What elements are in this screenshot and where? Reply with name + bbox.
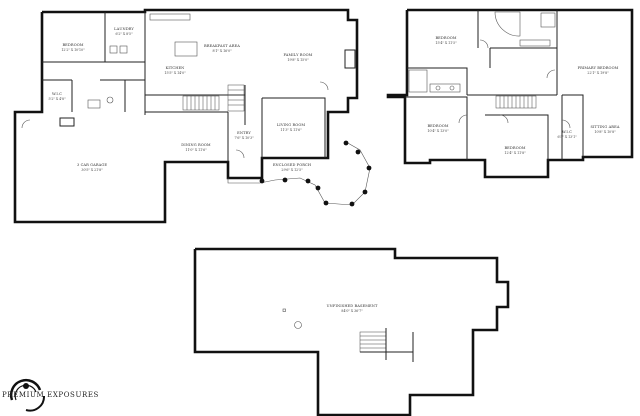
- family-room-dim: 19'8" X 15'0": [287, 58, 309, 62]
- support-post: [282, 308, 286, 312]
- upper-bedroom-2-dim: 10'4" X 13'0": [427, 129, 449, 133]
- kitchen-label: KITCHEN: [166, 66, 185, 70]
- bathtub: [408, 69, 428, 93]
- washer: [109, 45, 118, 54]
- door-swing: [499, 114, 509, 124]
- sink: [449, 85, 455, 91]
- sitting-area-dim: 10'8" X 10'8": [594, 130, 616, 134]
- upper-bedroom-3-label: BEDROOM: [504, 146, 525, 150]
- door-swing: [479, 39, 489, 49]
- floor-drain: [294, 321, 302, 329]
- primary-bedroom-dim: 22'1" X 19'8": [587, 71, 609, 75]
- shower: [540, 12, 556, 28]
- porch-label: ENCLOSED PORCH: [273, 163, 311, 167]
- basement-label: UNFINISHED BASEMENT: [327, 304, 378, 308]
- wic-label: W.I.C: [52, 92, 62, 96]
- upper-wic-label: W.I.C: [562, 130, 572, 134]
- entry-label: ENTRY: [237, 131, 251, 135]
- wall: [262, 97, 326, 158]
- dining-room-label: DINING ROOM: [181, 143, 211, 147]
- garage-dim: 30'5" X 21'8": [81, 168, 103, 172]
- door-swing: [458, 114, 468, 124]
- upper-bedroom-3-dim: 12'4" X 11'8": [504, 151, 526, 155]
- living-room-dim: 11'3" X 11'6": [280, 128, 302, 132]
- upper-floor-outer-wall: [386, 8, 634, 179]
- upper-bedroom-2-label: BEDROOM: [427, 124, 448, 128]
- breakfast-label: BREAKFAST AREA: [204, 44, 240, 48]
- bedroom-label: BEDROOM: [62, 43, 83, 47]
- upper-floor-plan: BEDROOM 15'4" X 11'5" BEDROOM 10'4" X 13…: [386, 8, 634, 179]
- upper-stairs: [495, 95, 537, 109]
- bath-vanity: [87, 99, 101, 109]
- primary-bedroom-label: PRIMARY BEDROOM: [578, 66, 619, 70]
- breakfast-dim: 8'1" X 16'0": [212, 49, 232, 53]
- wall: [485, 114, 549, 160]
- wic-dim: 5'2" X 4'8": [48, 97, 66, 101]
- laundry-dim: 6'2" X 8'5": [115, 32, 133, 36]
- dryer: [119, 45, 128, 54]
- kitchen-island: [174, 41, 198, 57]
- laundry-label: LAUNDRY: [114, 27, 134, 31]
- main-stairs: [182, 84, 245, 112]
- basement-plan: UNFINISHED BASEMENT 84'0" X 36'7": [193, 247, 510, 416]
- sitting-area-label: SITTING AREA: [590, 125, 619, 129]
- bedroom-dim: 12'2" X 10'10": [61, 48, 85, 52]
- family-room-label: FAMILY ROOM: [284, 53, 313, 57]
- porch-dim: 29'6" X 12'5": [281, 168, 303, 172]
- toilet: [106, 96, 114, 104]
- garage-label: 3 CAR GARAGE: [77, 163, 107, 167]
- door-swing: [546, 69, 556, 79]
- enclosed-porch-outline: [227, 140, 372, 207]
- upper-bedroom-1-dim: 15'4" X 11'5": [435, 41, 457, 45]
- fireplace: [344, 49, 356, 69]
- basement-stairs: [359, 328, 414, 362]
- upper-bedroom-1-label: BEDROOM: [435, 36, 456, 40]
- main-floor-outer-wall: [13, 8, 359, 224]
- brand-name: PREMIUM EXPOSURES: [2, 391, 99, 399]
- upper-wic-dim: 6'5" X 13'1": [557, 135, 577, 139]
- bath-vanity: [519, 39, 551, 47]
- basement-outer-wall: [193, 247, 510, 416]
- sink: [435, 85, 441, 91]
- kitchen-dim: 15'5" X 14'0": [164, 71, 186, 75]
- door-swing: [561, 119, 571, 129]
- wall: [407, 67, 468, 95]
- corner-tub: [494, 11, 521, 37]
- door-swing: [21, 119, 31, 129]
- wall: [562, 94, 584, 157]
- basement-dim: 84'0" X 36'7": [341, 309, 363, 313]
- dining-room-dim: 11'0" X 11'6": [185, 148, 207, 152]
- living-room-label: LIVING ROOM: [277, 123, 306, 127]
- main-floor-plan: BEDROOM 12'2" X 10'10" LAUNDRY 6'2" X 8'…: [13, 8, 372, 224]
- entry-dim: 7'6" X 10'3": [234, 136, 254, 140]
- bath-vanity: [429, 83, 461, 93]
- premium-exposures-logo-icon: [9, 378, 46, 412]
- door-swing: [319, 81, 329, 91]
- garage-step: [59, 117, 75, 127]
- kitchen-counter: [149, 13, 191, 21]
- wall: [405, 96, 468, 160]
- door-swing: [235, 149, 245, 159]
